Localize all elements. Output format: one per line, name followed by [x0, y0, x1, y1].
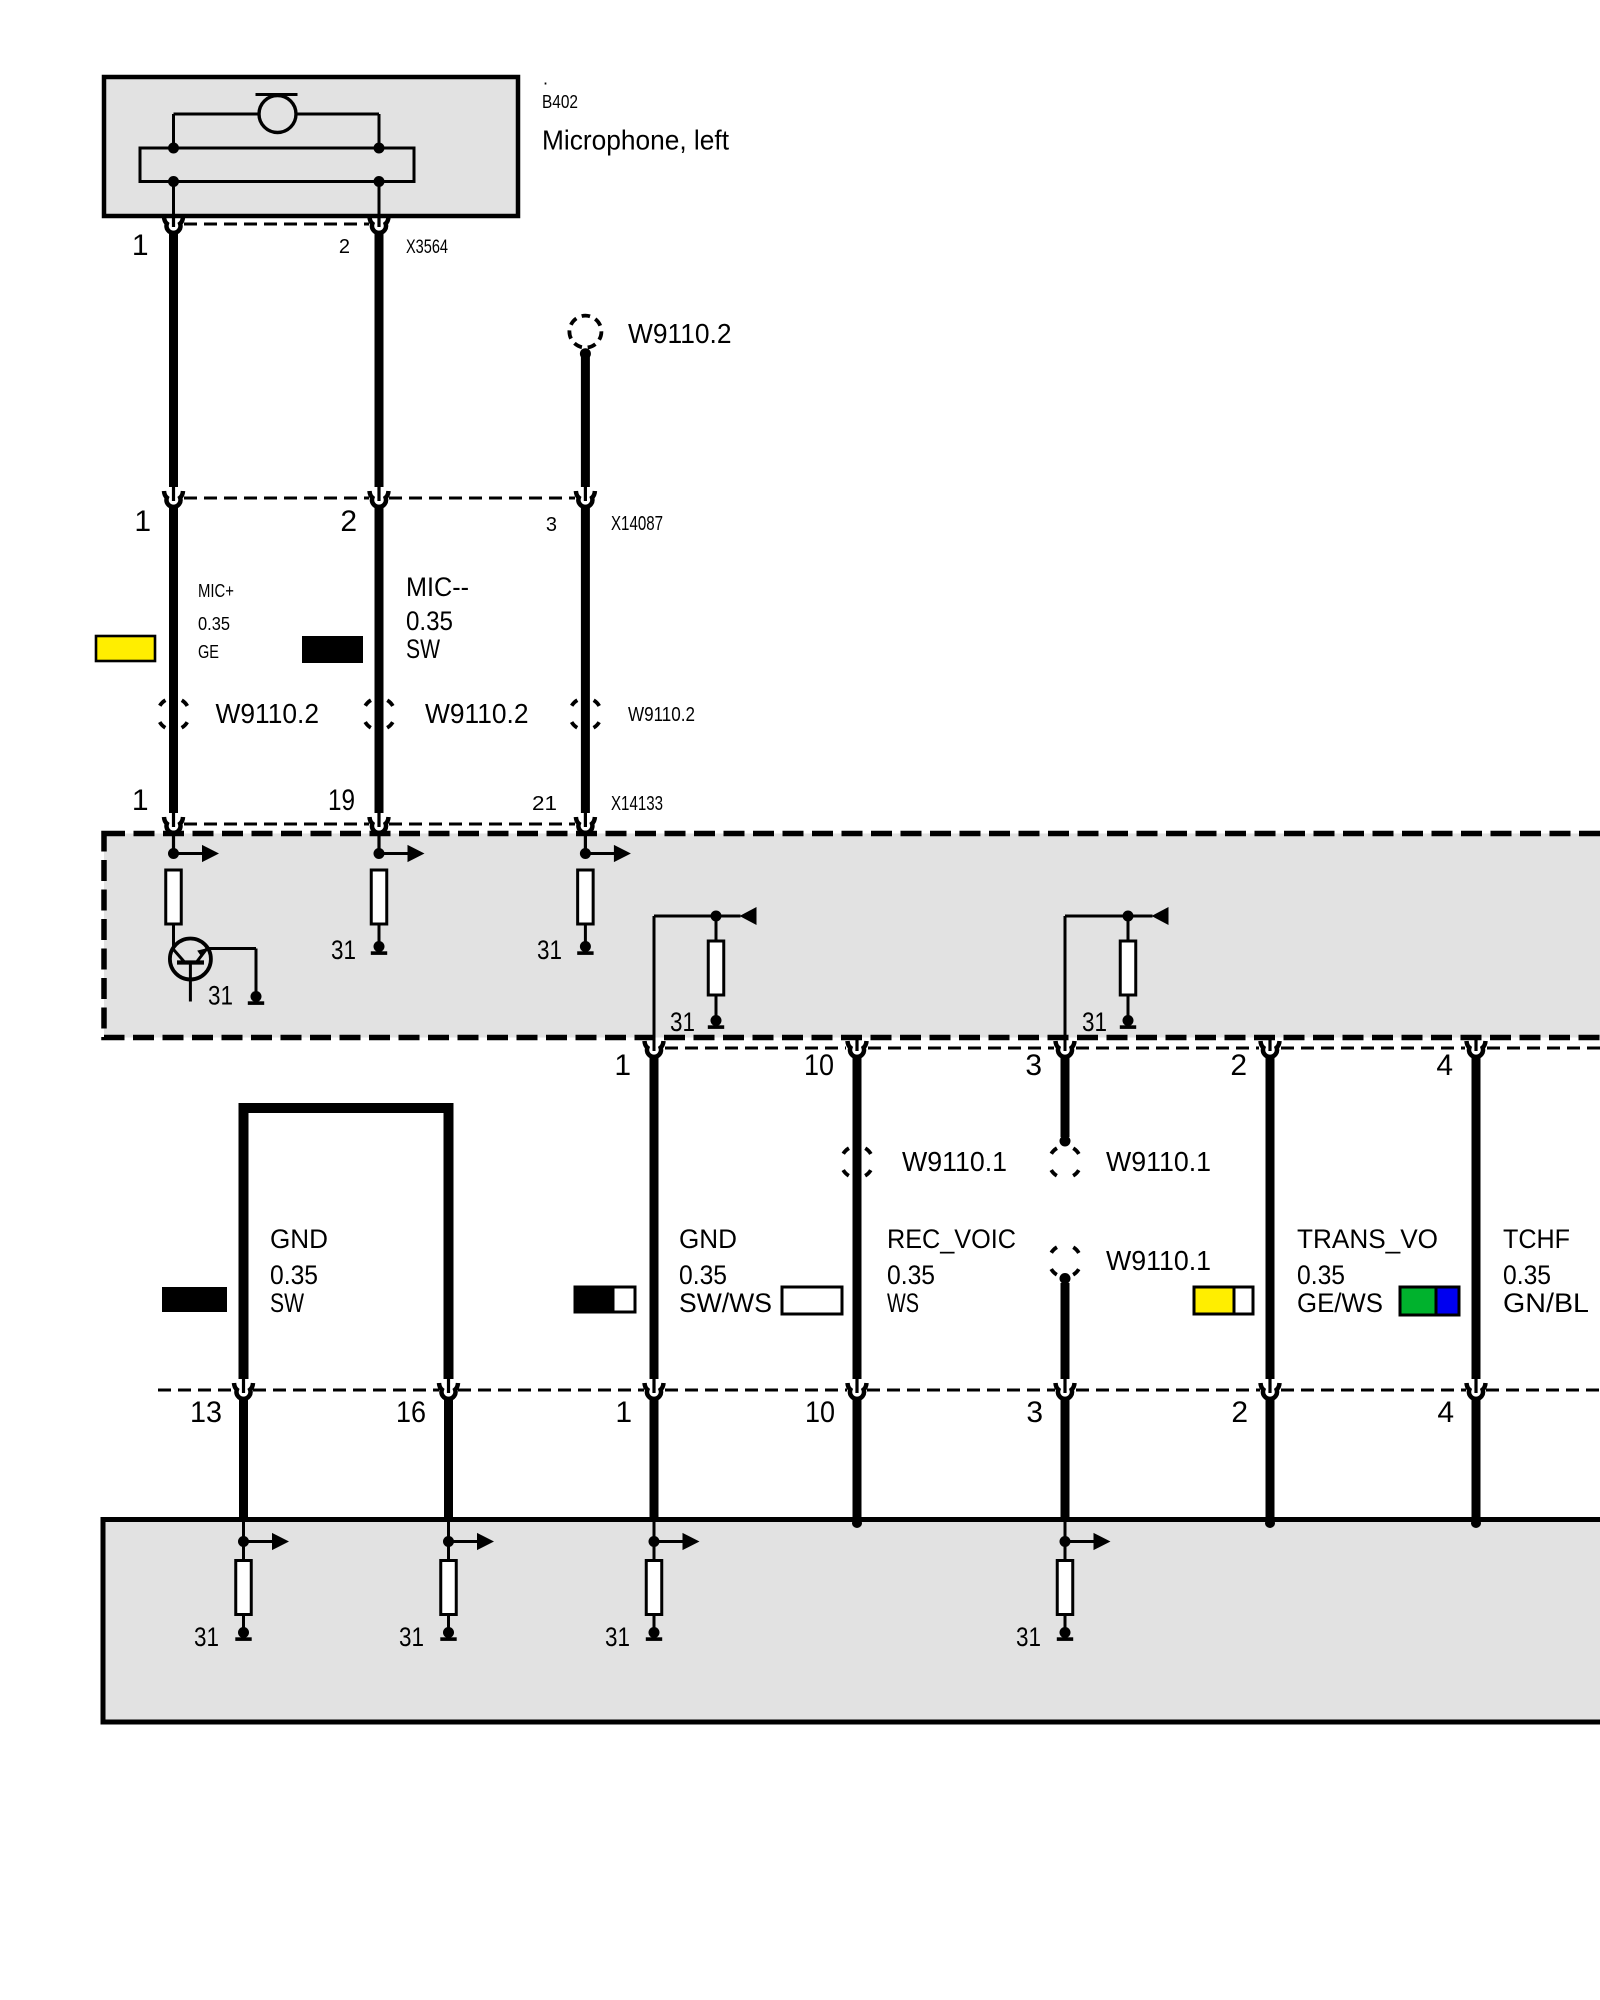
svg-text:.: .: [543, 69, 548, 89]
svg-text:X3564: X3564: [406, 237, 448, 258]
svg-text:3: 3: [1025, 1049, 1042, 1082]
svg-text:W9110.2: W9110.2: [216, 698, 320, 729]
svg-text:X14133: X14133: [611, 793, 663, 815]
svg-text:10: 10: [804, 1049, 834, 1082]
svg-text:2: 2: [1230, 1049, 1247, 1082]
svg-text:13: 13: [190, 1396, 222, 1429]
svg-text:31: 31: [194, 1622, 219, 1652]
svg-text:2: 2: [340, 505, 357, 538]
svg-text:0.35: 0.35: [406, 606, 453, 636]
svg-text:3: 3: [1026, 1396, 1043, 1429]
svg-text:TCHF: TCHF: [1503, 1224, 1570, 1254]
svg-text:SW: SW: [406, 634, 440, 664]
svg-text:31: 31: [537, 935, 562, 965]
svg-text:31: 31: [1082, 1007, 1107, 1037]
svg-text:0.35: 0.35: [887, 1260, 935, 1290]
svg-text:B402: B402: [542, 92, 578, 112]
svg-text:Microphone, left: Microphone, left: [542, 125, 729, 156]
svg-text:0.35: 0.35: [198, 614, 230, 634]
svg-text:0.35: 0.35: [1503, 1260, 1551, 1290]
svg-text:0.35: 0.35: [270, 1260, 318, 1290]
svg-text:21: 21: [532, 793, 557, 815]
svg-text:GN/BL: GN/BL: [1503, 1288, 1589, 1318]
svg-text:31: 31: [1016, 1622, 1041, 1652]
svg-text:REC_VOIC: REC_VOIC: [887, 1224, 1016, 1254]
svg-text:GND: GND: [679, 1224, 737, 1254]
svg-text:W9110.1: W9110.1: [1106, 1245, 1211, 1276]
svg-text:TRANS_VO: TRANS_VO: [1297, 1224, 1438, 1254]
svg-text:31: 31: [399, 1622, 424, 1652]
svg-text:W9110.1: W9110.1: [902, 1146, 1007, 1177]
svg-text:SW/WS: SW/WS: [679, 1288, 772, 1318]
svg-text:1: 1: [132, 784, 149, 817]
svg-text:X14087: X14087: [611, 513, 663, 535]
svg-text:31: 31: [670, 1007, 695, 1037]
svg-text:W9110.2: W9110.2: [425, 698, 529, 729]
svg-text:4: 4: [1437, 1396, 1454, 1429]
svg-text:16: 16: [396, 1396, 426, 1429]
svg-text:3: 3: [546, 514, 557, 536]
svg-text:MIC--: MIC--: [406, 572, 469, 602]
svg-text:W9110.2: W9110.2: [628, 704, 695, 726]
svg-text:1: 1: [615, 1396, 632, 1429]
svg-text:GE: GE: [198, 642, 219, 662]
svg-text:0.35: 0.35: [1297, 1260, 1345, 1290]
svg-text:SW: SW: [270, 1288, 304, 1318]
svg-text:2: 2: [1231, 1396, 1248, 1429]
svg-text:4: 4: [1436, 1049, 1453, 1082]
svg-text:1: 1: [614, 1049, 631, 1082]
svg-text:1: 1: [134, 505, 151, 538]
svg-text:2: 2: [339, 236, 350, 258]
svg-text:WS: WS: [887, 1288, 919, 1318]
svg-text:W9110.1: W9110.1: [1106, 1146, 1211, 1177]
svg-text:W9110.2: W9110.2: [628, 318, 732, 349]
svg-text:0.35: 0.35: [679, 1260, 727, 1290]
svg-text:31: 31: [605, 1622, 630, 1652]
svg-text:31: 31: [208, 981, 233, 1011]
svg-text:GE/WS: GE/WS: [1297, 1288, 1383, 1318]
svg-text:1: 1: [132, 229, 149, 262]
svg-text:31: 31: [331, 935, 356, 965]
svg-text:GND: GND: [270, 1224, 328, 1254]
svg-text:19: 19: [328, 784, 355, 817]
svg-text:MIC+: MIC+: [198, 581, 234, 601]
svg-text:10: 10: [805, 1396, 835, 1429]
